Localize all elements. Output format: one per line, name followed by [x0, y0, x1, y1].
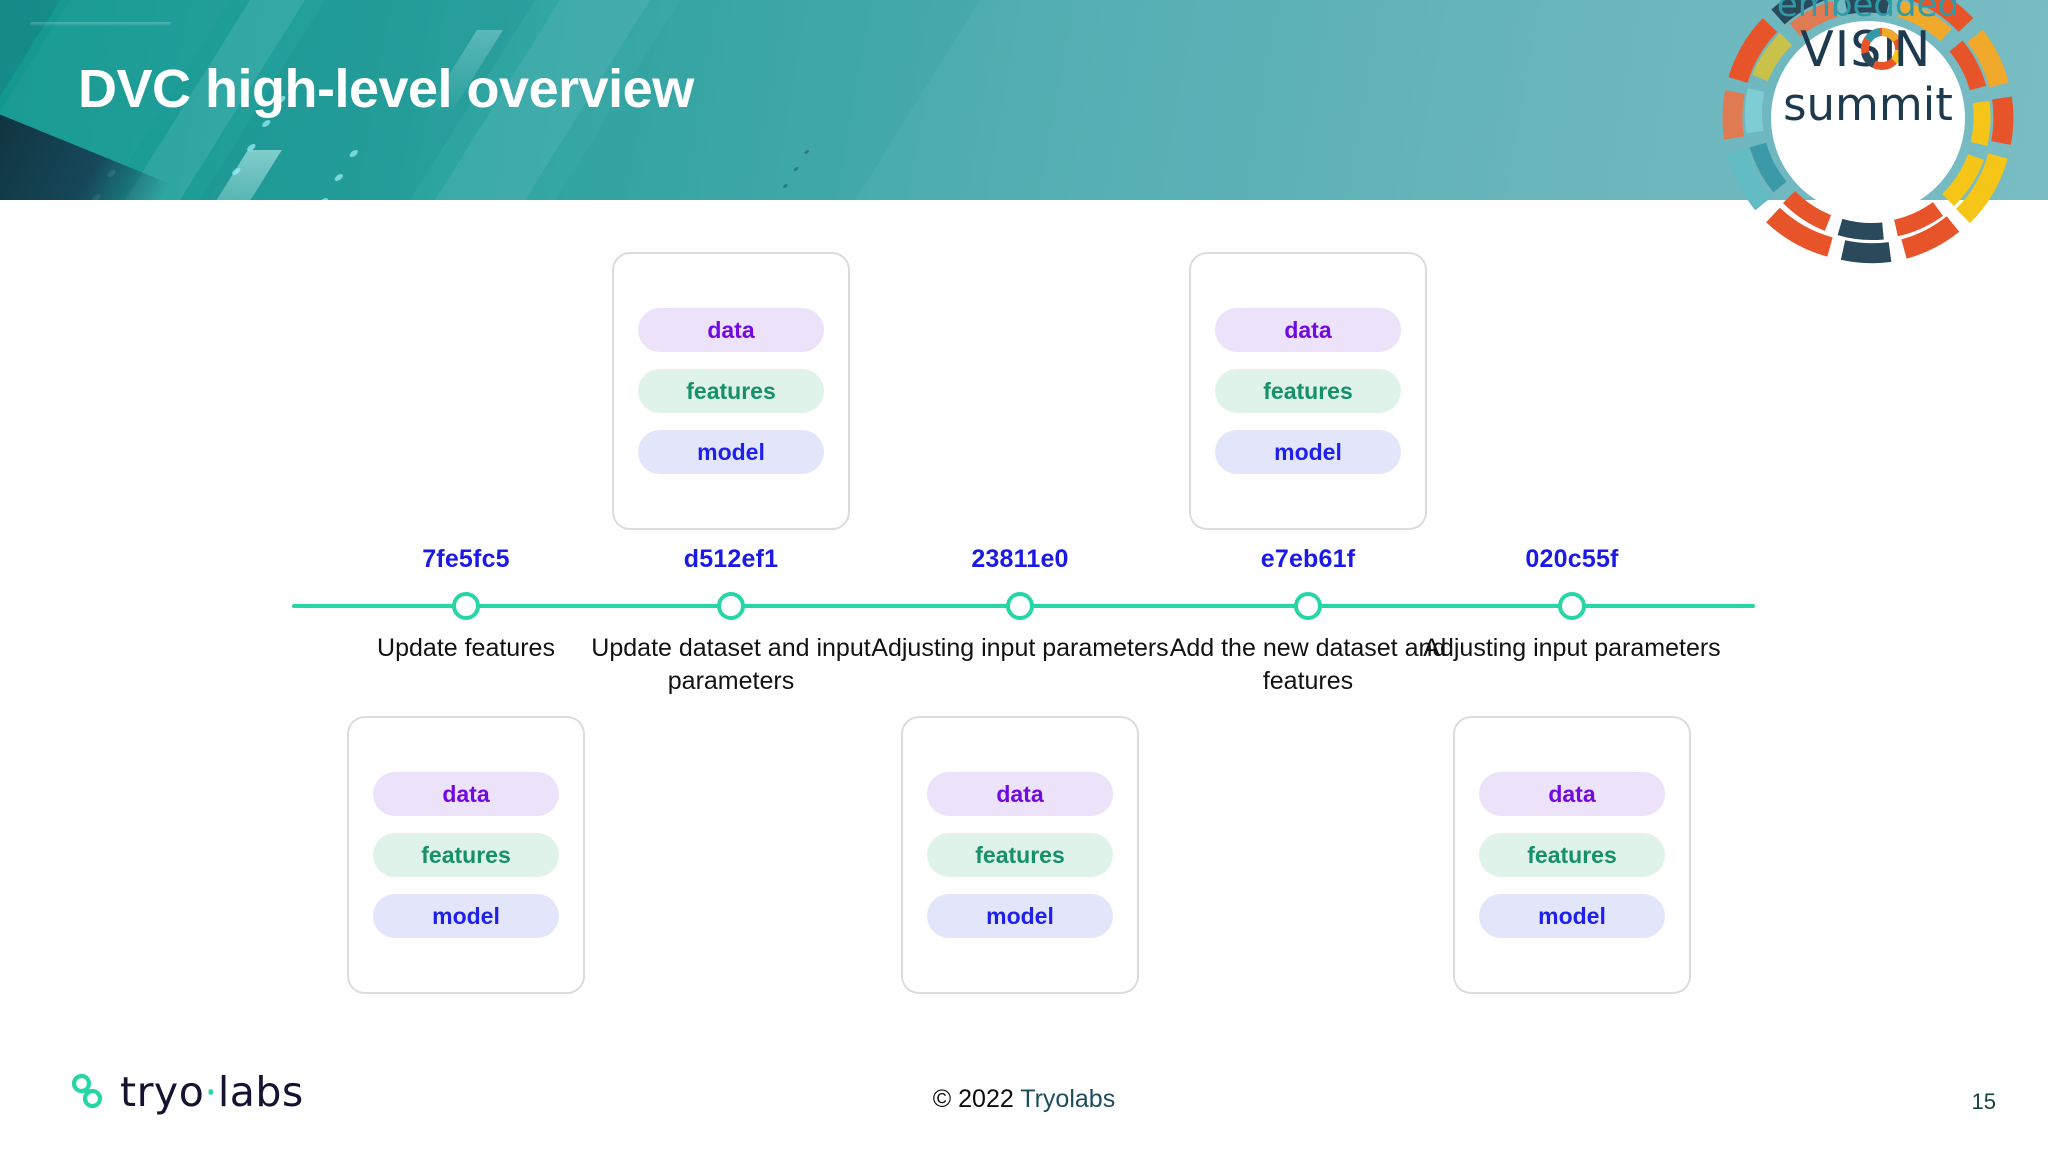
tryolabs-mark-icon [68, 1070, 108, 1114]
embedded-vision-summit-logo: embedded VISI N summit [1718, 0, 2018, 268]
pipeline-chip-model: model [1215, 430, 1401, 474]
timeline-node-marker[interactable] [1558, 592, 1586, 620]
pipeline-chip-model: model [373, 894, 559, 938]
slide-header [0, 0, 2048, 200]
pipeline-chip-features: features [1215, 369, 1401, 413]
pipeline-chip-data: data [638, 308, 824, 352]
page-title: DVC high-level overview [78, 59, 694, 119]
timeline-node-marker[interactable] [1294, 592, 1322, 620]
header-light-bar-decoration [28, 22, 172, 26]
pipeline-card: data features model [901, 716, 1139, 994]
pipeline-chip-data: data [927, 772, 1113, 816]
tryolabs-word-labs: labs [217, 1068, 304, 1116]
timeline-commit-description: Update dataset and input parameters [591, 634, 871, 696]
tryolabs-wordmark: tryo·labs [120, 1068, 304, 1116]
pipeline-card: data features model [612, 252, 850, 530]
tryolabs-separator-dot: · [204, 1068, 218, 1116]
pipeline-card: data features model [347, 716, 585, 994]
pipeline-chip-model: model [638, 430, 824, 474]
timeline-node-marker[interactable] [1006, 592, 1034, 620]
pipeline-chip-data: data [373, 772, 559, 816]
tryolabs-word-tryo: tryo [120, 1068, 205, 1116]
pipeline-chip-features: features [927, 833, 1113, 877]
timeline-commit-hash[interactable]: 23811e0 [971, 545, 1069, 573]
copyright-year: © 2022 [932, 1085, 1014, 1113]
copyright-brand: Tryolabs [1020, 1085, 1116, 1113]
page-number: 15 [1971, 1089, 1996, 1114]
timeline-commit-description: Adjusting input parameters [871, 634, 1169, 662]
pipeline-chip-features: features [373, 833, 559, 877]
pipeline-card: data features model [1189, 252, 1427, 530]
logo-text-n: N [1894, 21, 1931, 78]
pipeline-chip-model: model [1479, 894, 1665, 938]
timeline-commit-description: Add the new dataset and features [1169, 634, 1447, 696]
timeline-commit-hash[interactable]: d512ef1 [683, 545, 779, 573]
timeline-node-marker[interactable] [452, 592, 480, 620]
pipeline-card: data features model [1453, 716, 1691, 994]
pipeline-chip-data: data [1479, 772, 1665, 816]
logo-o-ring-icon [1861, 28, 1903, 70]
logo-text-summit: summit [1783, 78, 1953, 131]
timeline-commit-description: Update features [377, 634, 555, 662]
copyright-notice: © 2022 Tryolabs [0, 1085, 2048, 1114]
timeline-commit-hash[interactable]: 7fe5fc5 [422, 545, 510, 573]
pipeline-chip-features: features [638, 369, 824, 413]
timeline-commit-description: Adjusting input parameters [1423, 634, 1721, 662]
timeline-commit-hash[interactable]: e7eb61f [1260, 545, 1356, 573]
timeline-commit-hash[interactable]: 020c55f [1525, 545, 1619, 573]
logo-text-embedded: embedded [1777, 0, 1959, 25]
pipeline-chip-data: data [1215, 308, 1401, 352]
timeline-node-marker[interactable] [717, 592, 745, 620]
tryolabs-logo: tryo·labs [68, 1068, 304, 1116]
pipeline-chip-model: model [927, 894, 1113, 938]
pipeline-chip-features: features [1479, 833, 1665, 877]
